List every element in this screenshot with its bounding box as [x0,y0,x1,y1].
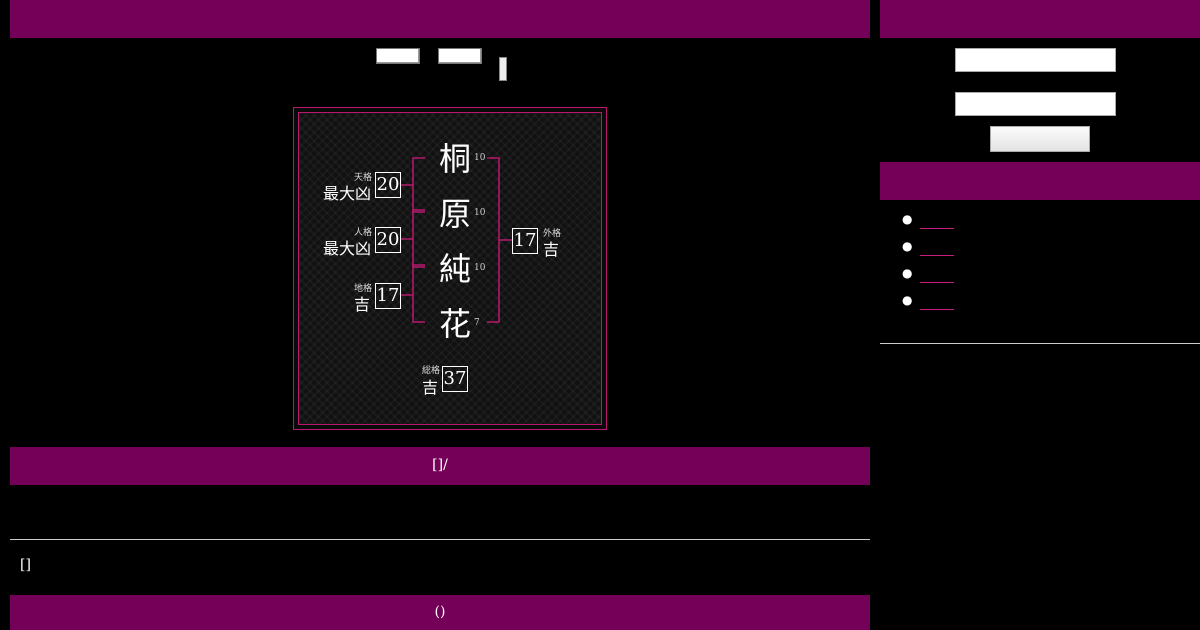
gaikaku-fortune: 吉 [543,240,560,259]
bullet-icon: ● [902,212,913,226]
soukaku-fortune: 吉 [422,378,439,397]
name-char-4: 花 [438,305,471,343]
tenkaku-bracket [412,157,425,213]
section-heading-1: []/ [432,457,448,473]
sidebar-input-1[interactable] [955,48,1116,72]
gaikaku-label: 外格 [543,229,562,239]
bullet-icon: ● [902,293,913,307]
tenkaku-label: 天格 [353,173,372,183]
name-fortune-result [293,107,607,430]
sidebar-section-bar [880,162,1200,200]
chikaku-fortune: 吉 [354,295,371,314]
soukaku-label: 総格 [421,366,440,376]
name-char-3-strokes: 10 [474,263,486,273]
section-heading-bar-3 [10,595,870,630]
sidebar-header-bar [880,0,1200,38]
scroll-handle[interactable] [499,57,507,81]
chikaku-bracket [412,264,425,323]
option-button-1[interactable] [376,48,420,64]
sidebar-link-1[interactable] [920,216,954,229]
divider-main [10,539,870,540]
chikaku-label: 地格 [353,284,372,294]
gaikaku-bracket [487,157,500,323]
bullet-icon: ● [902,266,913,280]
name-char-1-strokes: 10 [474,153,486,163]
sidebar-link-3[interactable] [920,270,954,283]
jinkaku-fortune: 最大凶 [323,239,372,258]
jinkaku-label: 人格 [353,228,372,238]
section-heading-3: () [434,604,446,620]
sidebar-input-2[interactable] [955,92,1116,116]
section-heading-bar-1 [10,447,870,485]
name-char-1: 桐 [438,140,471,178]
sidebar-submit-button[interactable] [990,126,1090,152]
section-text-2: [] [20,557,31,573]
tenkaku-fortune: 最大凶 [323,184,372,203]
option-button-2[interactable] [438,48,482,64]
sidebar-link-2[interactable] [920,243,954,256]
name-char-2-strokes: 10 [474,208,486,218]
divider-sidebar [880,343,1200,344]
name-char-2: 原 [438,195,471,233]
main-header-bar [10,0,870,38]
chikaku-value: 17 [375,283,401,309]
tenkaku-value: 20 [375,172,401,198]
name-char-4-strokes: 7 [474,318,480,328]
sidebar-link-4[interactable] [920,297,954,310]
name-char-3: 純 [438,250,471,288]
jinkaku-bracket [412,209,425,268]
result-inner-frame [298,112,602,425]
jinkaku-value: 20 [375,227,401,253]
bullet-icon: ● [902,239,913,253]
gaikaku-value: 17 [512,228,538,254]
soukaku-value: 37 [442,366,468,392]
